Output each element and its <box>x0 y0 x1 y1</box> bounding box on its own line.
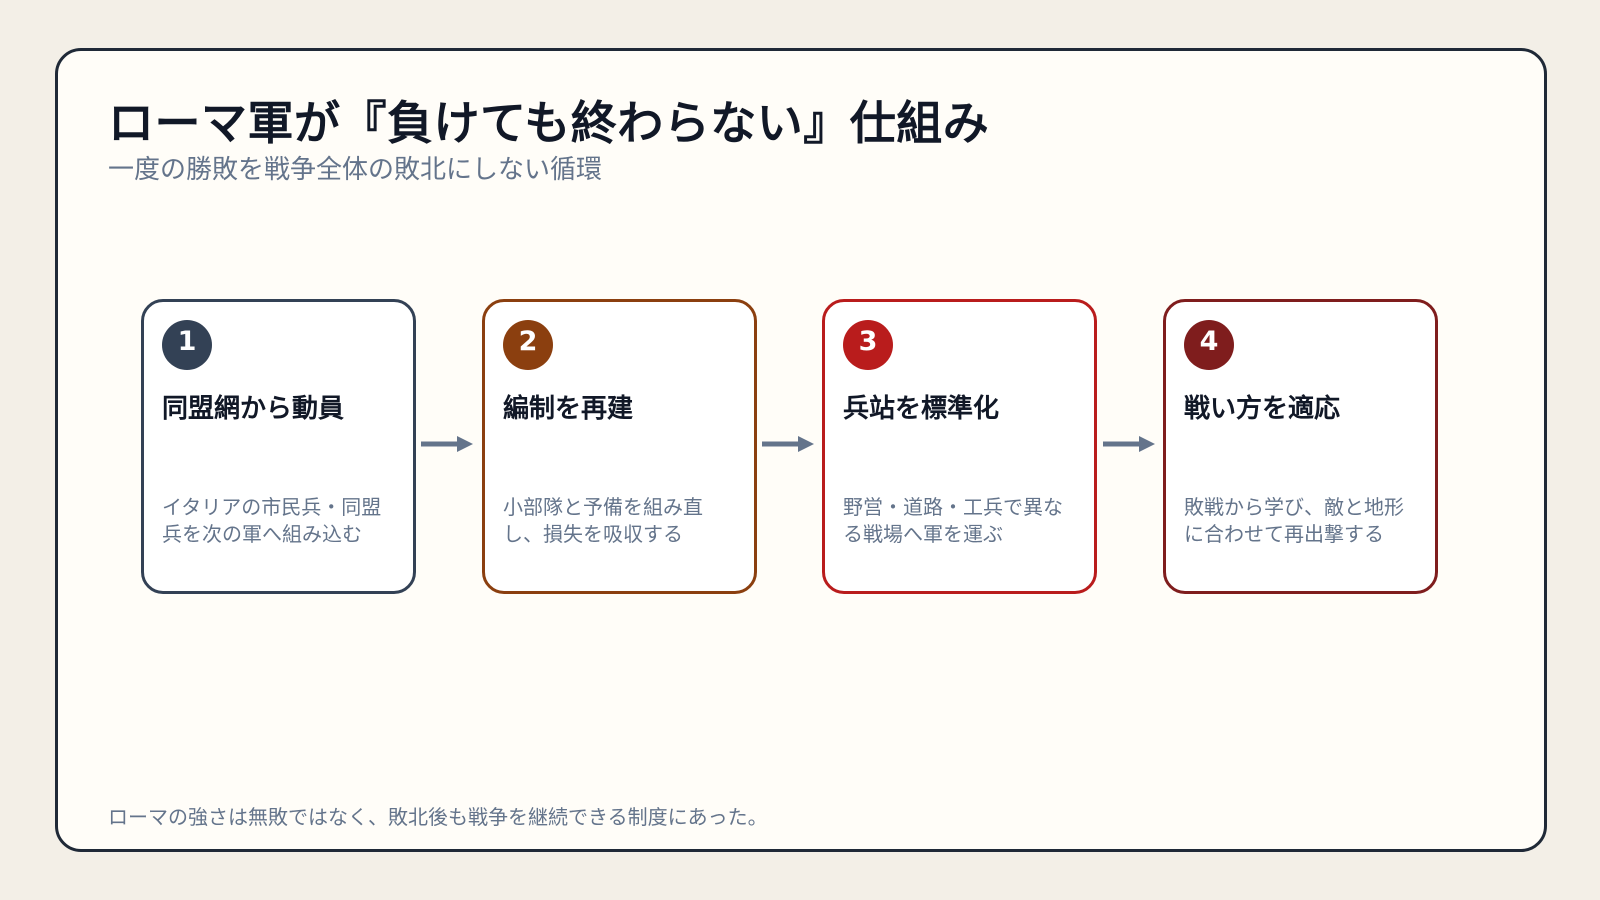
step-card-2: 2 編制を再建 小部隊と予備を組み直し、損失を吸収する <box>482 299 757 594</box>
step-number-badge: 2 <box>503 320 553 370</box>
step-card-1: 1 同盟網から動員 イタリアの市民兵・同盟兵を次の軍へ組み込む <box>141 299 416 594</box>
step-description: 小部隊と予備を組み直し、損失を吸収する <box>503 495 703 546</box>
arrow-right-icon <box>1103 436 1155 452</box>
step-number-badge: 4 <box>1184 320 1234 370</box>
step-title: 兵站を標準化 <box>843 394 1000 424</box>
step-description: イタリアの市民兵・同盟兵を次の軍へ組み込む <box>162 495 382 546</box>
step-card-3: 3 兵站を標準化 野営・道路・工兵で異なる戦場へ軍を運ぶ <box>822 299 1097 594</box>
page-subtitle: 一度の勝敗を戦争全体の敗北にしない循環 <box>108 155 603 185</box>
step-number-badge: 3 <box>843 320 893 370</box>
footer-note: ローマの強さは無敗ではなく、敗北後も戦争を継続できる制度にあった。 <box>108 805 768 829</box>
page-title: ローマ軍が『負けても終わらない』仕組み <box>108 96 990 150</box>
step-number-badge: 1 <box>162 320 212 370</box>
step-description: 敗戦から学び、敵と地形に合わせて再出撃する <box>1184 495 1404 546</box>
step-card-4: 4 戦い方を適応 敗戦から学び、敵と地形に合わせて再出撃する <box>1163 299 1438 594</box>
step-title: 編制を再建 <box>503 394 634 424</box>
step-title: 戦い方を適応 <box>1184 394 1341 424</box>
arrow-right-icon <box>421 436 473 452</box>
diagram-panel: ローマ軍が『負けても終わらない』仕組み 一度の勝敗を戦争全体の敗北にしない循環 … <box>55 48 1547 852</box>
step-description: 野営・道路・工兵で異なる戦場へ軍を運ぶ <box>843 495 1063 546</box>
step-title: 同盟網から動員 <box>162 394 345 424</box>
arrow-right-icon <box>762 436 814 452</box>
